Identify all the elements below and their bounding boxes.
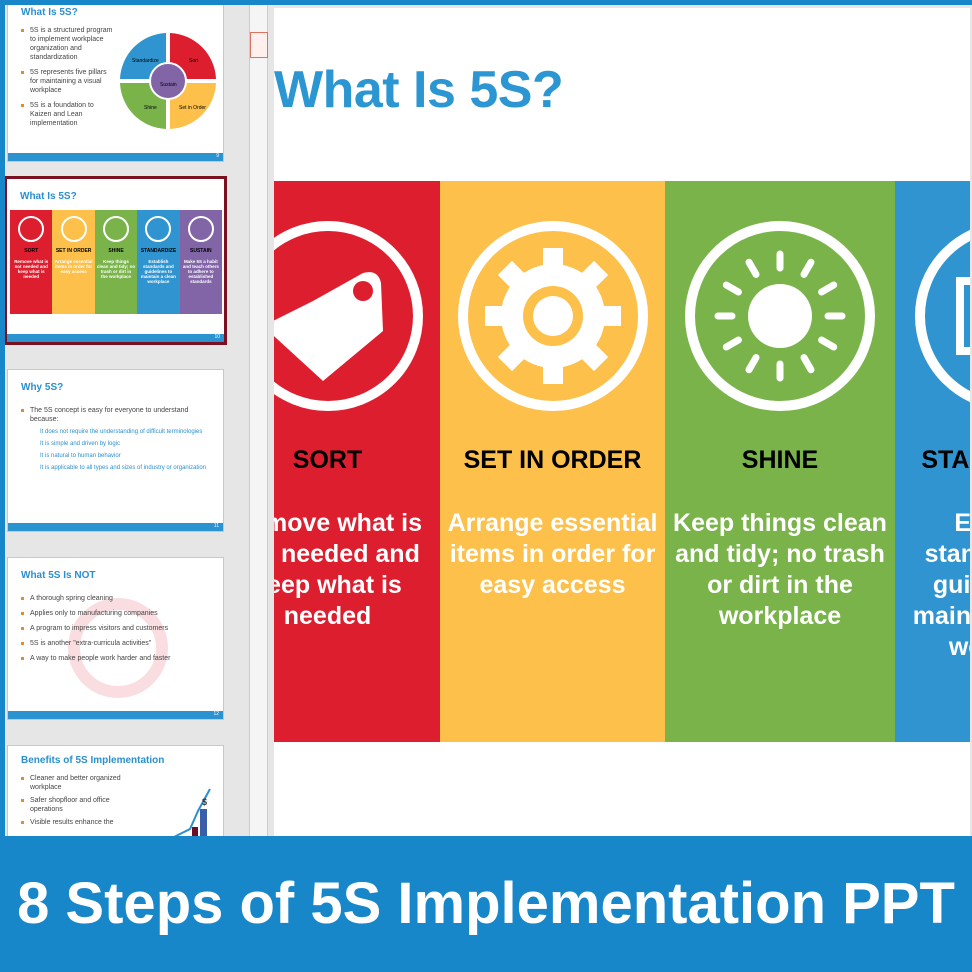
vertical-scrollbar[interactable] (249, 5, 268, 836)
thumb-title: What Is 5S? (21, 7, 78, 18)
col-label: SHINE (108, 248, 124, 254)
wheel-label: Shine (144, 105, 157, 111)
thumb-bullet: A way to make people work harder and fas… (21, 654, 221, 663)
page-number: 9 (216, 153, 219, 159)
page-number: 10 (214, 334, 220, 340)
thumb-footer: 9 (8, 153, 223, 161)
col-label: STANDARDIZE (140, 248, 177, 254)
thumb-bullet: Safer shopfloor and office operations (21, 796, 136, 814)
book-icon (915, 221, 970, 411)
column-desc: Keep things clean and tidy; no trash or … (673, 509, 887, 630)
thumb-bullet: A thorough spring cleaning (21, 594, 221, 603)
thumb-sub: It does not require the understanding of… (40, 429, 203, 435)
thumb-bullet: 5S represents five pillars for maintaini… (21, 68, 116, 95)
slide-title: What Is 5S? (274, 61, 564, 119)
column-sort: SORT Remove what is not needed and keep … (274, 181, 440, 742)
col-desc: Remove what is not needed and keep what … (14, 259, 49, 279)
wheel-label: Set in Order (179, 105, 206, 111)
thumb-sub: It is natural to human behavior (40, 453, 121, 459)
column-desc: Arrange essential items in order for eas… (447, 509, 658, 599)
growth-chart-icon: $ (173, 788, 211, 836)
column-label: SHINE (741, 446, 819, 474)
slide-thumbnail-10-selected[interactable]: What Is 5S? SORT Remove what is not neede… (5, 176, 227, 345)
wheel-label: Sustain (160, 82, 177, 88)
thumb-footer: 10 (7, 334, 224, 342)
thumb-sub: It is simple and driven by logic (40, 441, 121, 447)
column-desc: Establish standards and guidelines to ma… (912, 509, 970, 661)
slide-thumbnail-13[interactable]: Benefits of 5S Implementation Cleaner an… (7, 745, 224, 836)
gear-icon (457, 221, 648, 411)
thumb-columns: SORT Remove what is not needed and keep w… (10, 210, 223, 314)
col-label: SORT (24, 248, 39, 254)
thumb-bullet: 5S is another "extra-curricula activitie… (21, 639, 221, 648)
col-label: SUSTAIN (190, 248, 212, 254)
col-desc: Establish standards and guidelines to ma… (140, 259, 176, 284)
thumb-bullet: Visible results enhance the (21, 818, 136, 827)
column-desc: Remove what is not needed and keep what … (274, 509, 422, 630)
left-edge (0, 0, 5, 840)
thumb-bullet: 5S is a foundation to Kaizen and Lean im… (21, 101, 116, 128)
thumb-bullet: Cleaner and better organized workplace (21, 774, 136, 792)
thumb-title: What 5S Is NOT (21, 570, 96, 581)
page-number: 12 (213, 711, 219, 717)
svg-text:$: $ (202, 797, 207, 807)
thumb-sub: It is applicable to all types and sizes … (40, 465, 207, 471)
page-number: 11 (213, 523, 219, 529)
column-label: STANDARDIZE (921, 446, 970, 474)
sun-icon (685, 221, 875, 411)
thumb-title: Why 5S? (21, 382, 64, 393)
thumb-footer: 11 (8, 523, 223, 531)
thumb-footer: 12 (8, 711, 223, 719)
thumb-bullet: 5S is a structured program to implement … (21, 26, 116, 62)
scrollbar-thumb[interactable] (250, 32, 268, 58)
slide-thumbnail-11[interactable]: Why 5S? The 5S concept is easy for every… (7, 369, 224, 532)
col-desc: Arrange essential items in order for eas… (54, 259, 93, 274)
column-label: SORT (292, 446, 363, 474)
main-slide-canvas[interactable]: What Is 5S? SORT Remove what is not need… (274, 8, 970, 836)
column-shine: SHINE Keep things clean and tidy; no tra… (665, 181, 895, 742)
col-label: SET IN ORDER (55, 248, 92, 254)
col-desc: Make 5S a habit and teach others to adhe… (182, 259, 219, 284)
slide-thumbnail-9[interactable]: What Is 5S? 5S is a structured program t… (7, 5, 224, 162)
column-standardize: STANDARDIZE Establish standards and guid… (895, 181, 970, 742)
thumb-title: Benefits of 5S Implementation (21, 755, 165, 766)
slide-thumbnail-12[interactable]: What 5S Is NOT A thorough spring cleanin… (7, 557, 224, 720)
wheel-label: Sort (189, 58, 199, 64)
col-desc: Keep things clean and tidy; no trash or … (96, 259, 136, 279)
column-set-in-order: SET IN ORDER Arrange essential items in … (440, 181, 665, 742)
promo-banner: 8 Steps of 5S Implementation PPT (0, 836, 972, 972)
thumb-bullet: A program to impress visitors and custom… (21, 624, 221, 633)
thumb-bullet: Applies only to manufacturing companies (21, 609, 221, 618)
5s-wheel (120, 33, 216, 129)
slide-thumbnail-panel[interactable]: What Is 5S? 5S is a structured program t… (5, 5, 248, 836)
column-label: SET IN ORDER (463, 446, 642, 474)
top-bar (0, 0, 972, 5)
thumb-bullet: The 5S concept is easy for everyone to u… (30, 407, 189, 423)
wheel-label: Standardize (132, 58, 159, 64)
tag-icon (274, 221, 423, 411)
thumb-title: What Is 5S? (20, 191, 77, 202)
